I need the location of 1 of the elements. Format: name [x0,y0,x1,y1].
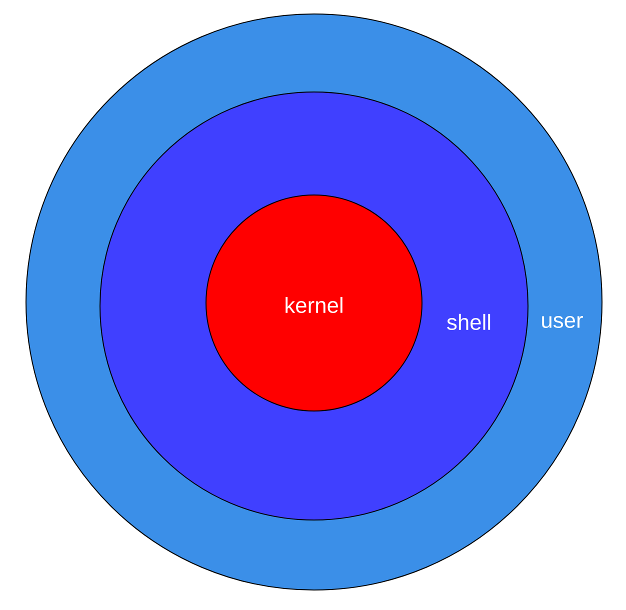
ring: kernel [206,194,422,412]
